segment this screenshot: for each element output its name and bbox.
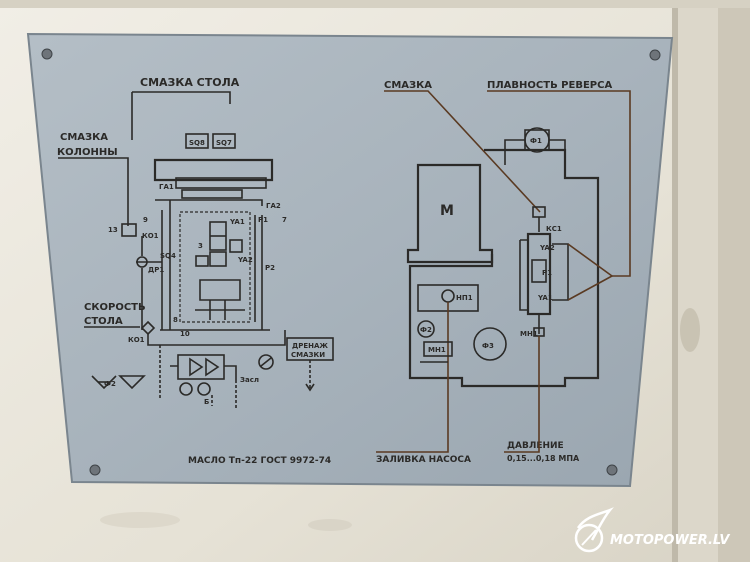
svg-text:Ф2: Ф2	[104, 380, 116, 388]
sq8-box	[185, 133, 209, 149]
svg-text:10: 10	[180, 330, 190, 338]
table-speed-label-1: СКОРОСТЬ	[84, 302, 146, 313]
svg-text:КС1: КС1	[546, 225, 562, 233]
svg-text:КО1: КО1	[142, 232, 159, 240]
watermark-text: MOTOPOWER.LV	[610, 533, 730, 548]
table-speed-label-2: СТОЛА	[84, 316, 123, 327]
motopower-logo-icon	[574, 507, 614, 553]
svg-text:Ф2: Ф2	[420, 326, 432, 334]
svg-text:SQ7: SQ7	[216, 139, 232, 147]
screw-icon	[649, 49, 661, 61]
svg-text:МН1: МН1	[428, 346, 446, 354]
pump-filling-label: ЗАЛИВКА НАСОСА	[376, 455, 471, 465]
svg-text:SQ4: SQ4	[160, 252, 176, 260]
svg-text:ГА2: ГА2	[266, 202, 281, 210]
svg-text:7: 7	[282, 216, 287, 224]
svg-text:Ф1: Ф1	[530, 137, 542, 145]
motor-label: М	[440, 203, 454, 219]
table-lubrication-label: СМАЗКА СТОЛА	[140, 76, 240, 89]
svg-text:YA2: YA2	[237, 256, 253, 264]
svg-text:P1: P1	[258, 216, 268, 224]
pressure-label-1: ДАВЛЕНИЕ	[507, 441, 564, 451]
screw-icon	[41, 48, 53, 60]
pressure-label-2: 0,15...0,18 МПА	[507, 454, 580, 463]
svg-text:13: 13	[108, 226, 118, 234]
svg-text:9: 9	[143, 216, 148, 224]
svg-text:3: 3	[198, 242, 203, 250]
svg-text:ГА1: ГА1	[159, 183, 174, 191]
svg-text:YA2: YA2	[539, 244, 555, 252]
svg-text:P1: P1	[542, 269, 552, 277]
svg-text:P2: P2	[265, 264, 275, 272]
svg-text:8: 8	[173, 316, 178, 324]
oil-spec-text: МАСЛО Тп-22 ГОСТ 9972-74	[188, 456, 331, 466]
svg-text:SQ8: SQ8	[189, 139, 205, 147]
svg-text:ДР1: ДР1	[148, 266, 164, 274]
screw-icon	[89, 464, 101, 476]
svg-text:YA1: YA1	[229, 218, 245, 226]
reverse-smoothness-label: ПЛАВНОСТЬ РЕВЕРСА	[487, 80, 612, 91]
svg-text:Б: Б	[204, 398, 209, 406]
drain-label-2: СМАЗКИ	[291, 351, 325, 359]
svg-text:Ф3: Ф3	[482, 342, 494, 350]
screw-icon	[606, 464, 618, 476]
svg-text:КО1: КО1	[128, 336, 145, 344]
svg-text:НП1: НП1	[456, 294, 473, 302]
svg-text:Засл: Засл	[240, 376, 259, 384]
svg-text:YA1: YA1	[537, 294, 553, 302]
column-lubrication-label-2: КОЛОННЫ	[57, 147, 118, 158]
svg-text:МН1: МН1	[520, 330, 538, 338]
drain-label-1: ДРЕНАЖ	[292, 342, 328, 350]
lubrication-label: СМАЗКА	[384, 80, 432, 91]
sq7-box	[212, 133, 236, 149]
column-lubrication-label-1: СМАЗКА	[60, 132, 108, 143]
